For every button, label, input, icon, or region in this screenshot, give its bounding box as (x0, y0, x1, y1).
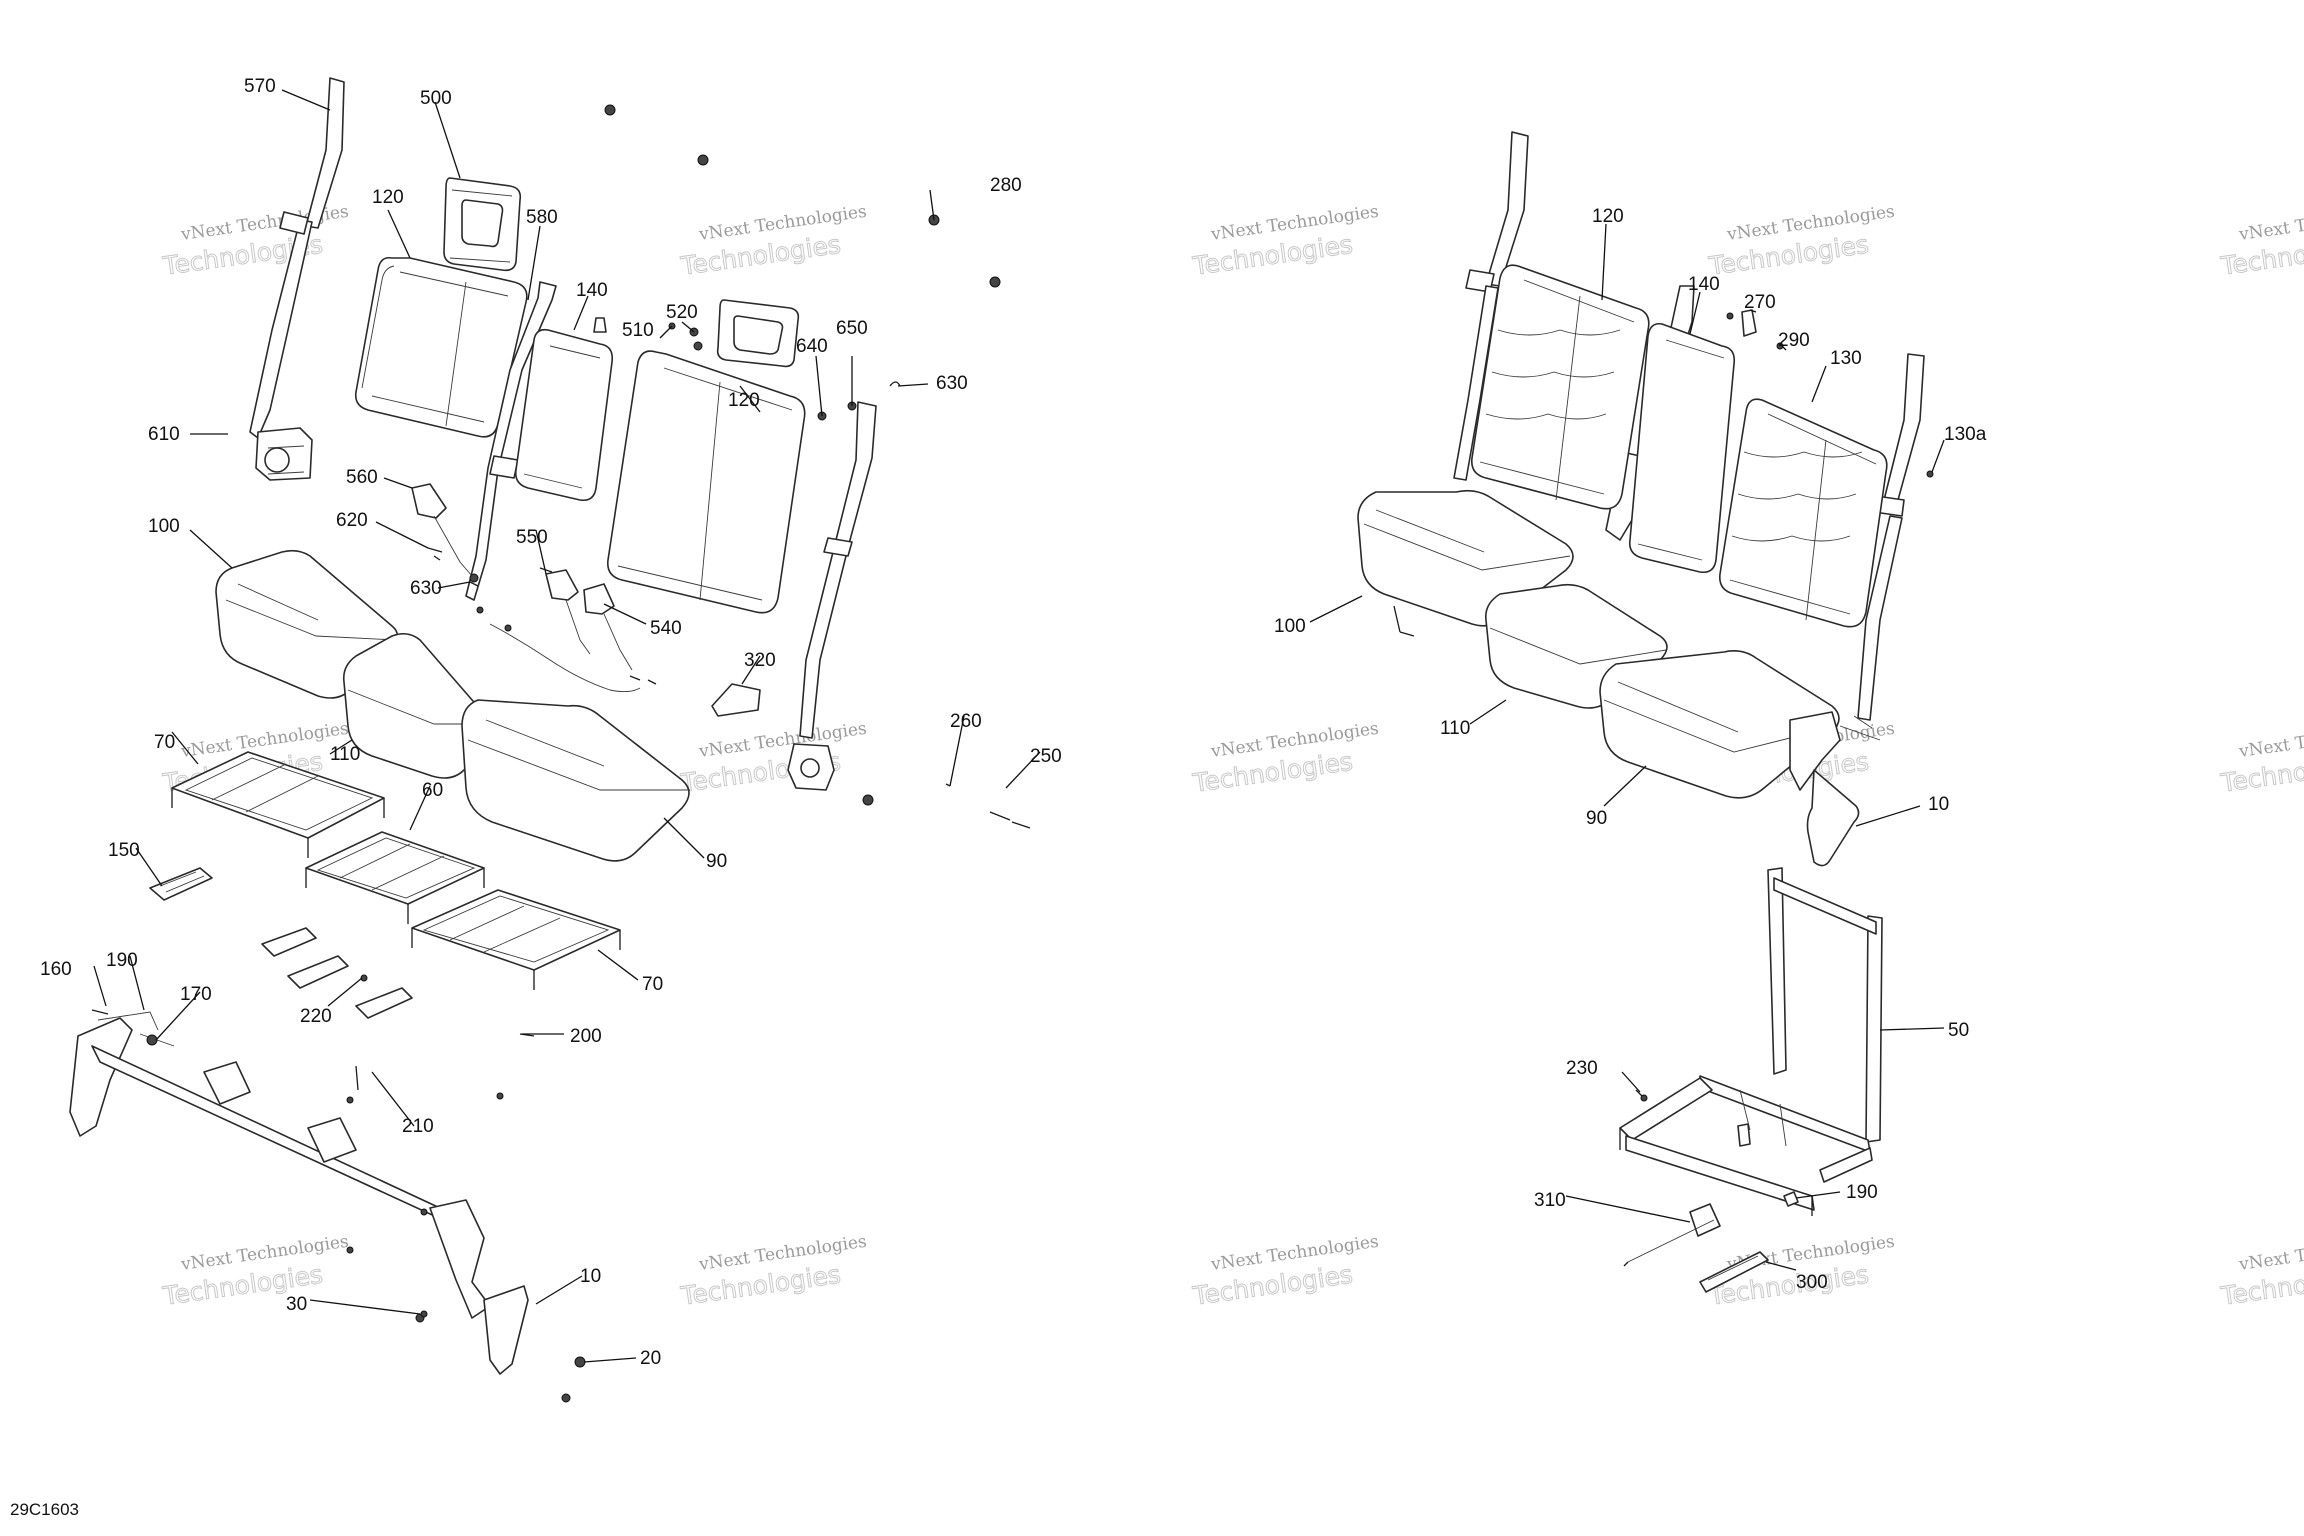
pins-260-250 (945, 783, 1031, 829)
bolt-230 (1635, 1089, 1648, 1102)
callout-540: 540 (650, 618, 682, 639)
bolts-620-630 (427, 547, 657, 685)
callout-500: 500 (420, 88, 452, 109)
callout-510: 510 (622, 320, 654, 341)
callout-right-100: 100 (1274, 616, 1306, 637)
callout-170: 170 (180, 984, 212, 1005)
slider-300 (1699, 1251, 1769, 1293)
callout-630: 630 (936, 373, 968, 394)
leader-lines-right (1309, 223, 1945, 1271)
callout-550: 550 (516, 527, 548, 548)
backrest-assembled-left (1470, 264, 1650, 510)
seat-frame-70b (411, 889, 621, 990)
callout-right-130: 130 (1830, 348, 1862, 369)
wire-harness (489, 623, 641, 693)
callout-120b: 120 (728, 390, 760, 411)
watermark-text: vNext Technologies (2237, 719, 2304, 762)
left-exploded-view: 570 500 280 120 580 140 510 520 650 640 … (40, 76, 1062, 1403)
callout-right-190: 190 (1846, 1182, 1878, 1203)
callout-70: 70 (154, 732, 175, 753)
watermark-text: vNext Technologies (2237, 202, 2304, 245)
drawing-reference-number: 29C1603 (10, 1500, 80, 1519)
callout-30: 30 (286, 1294, 307, 1315)
seat-frame-70a (171, 751, 385, 858)
callouts-right: 120 140 270 290 130 130a 100 110 90 10 5… (1274, 206, 1987, 1293)
callout-200: 200 (570, 1026, 602, 1047)
callout-right-300: 300 (1796, 1272, 1828, 1293)
callout-320: 320 (744, 650, 776, 671)
callout-60: 60 (422, 780, 443, 801)
callout-10: 10 (580, 1266, 601, 1287)
seat-belt-left (249, 77, 345, 481)
callout-560: 560 (346, 467, 378, 488)
callout-right-270: 270 (1744, 292, 1776, 313)
callout-640: 640 (796, 336, 828, 357)
buckle-560 (411, 483, 479, 583)
callout-120: 120 (372, 187, 404, 208)
headrest-500 (443, 177, 522, 272)
right-assembled-view: 120 140 270 290 130 130a 100 110 90 10 5… (1274, 131, 1987, 1293)
callout-260: 260 (950, 711, 982, 732)
seat-frame-60 (305, 831, 485, 924)
slider-310 (1623, 1203, 1721, 1267)
backrest-left-120 (354, 256, 528, 438)
small-nuts (604, 104, 1001, 288)
callout-650: 650 (836, 318, 868, 339)
callout-right-130a: 130a (1944, 424, 1987, 445)
callout-right-90: 90 (1586, 808, 1607, 829)
callout-160: 160 (40, 959, 72, 980)
backrest-assembled-right (1718, 398, 1934, 628)
backrest-right-120 (606, 350, 806, 614)
callout-20: 20 (640, 1348, 661, 1369)
callout-610: 610 (148, 424, 180, 445)
callout-190: 190 (106, 950, 138, 971)
cushion-90 (461, 699, 690, 862)
callout-right-290: 290 (1778, 330, 1810, 351)
callout-right-310: 310 (1534, 1190, 1566, 1211)
backrest-middle-140 (514, 317, 614, 502)
callout-630b: 630 (410, 578, 442, 599)
buckle-540 (583, 583, 633, 671)
lower-frame-assembly (69, 1011, 529, 1375)
callout-250: 250 (1030, 746, 1062, 767)
callout-90: 90 (706, 851, 727, 872)
callout-620: 620 (336, 510, 368, 531)
watermark-text: vNext Technologies (2237, 1232, 2304, 1275)
callout-right-110: 110 (1440, 718, 1470, 739)
buckle-550 (545, 569, 591, 655)
callout-580: 580 (526, 207, 558, 228)
callout-140: 140 (576, 280, 608, 301)
callout-570: 570 (244, 76, 276, 97)
callout-520: 520 (666, 302, 698, 323)
headrest-right (716, 299, 800, 368)
callout-100: 100 (148, 516, 180, 537)
leader-lines-left (93, 89, 1041, 1363)
callout-70b: 70 (642, 974, 663, 995)
callout-right-120: 120 (1592, 206, 1624, 227)
seat-belt-right (787, 401, 877, 806)
pin-190-right (1783, 1191, 1799, 1207)
callout-280: 280 (990, 175, 1022, 196)
callouts-left: 570 500 280 120 580 140 510 520 650 640 … (40, 76, 1062, 1369)
slider-bracket-150 (149, 867, 213, 901)
backrest-assembled-middle (1628, 309, 1784, 574)
callout-220: 220 (300, 1006, 332, 1027)
seat-frame-50 (1619, 867, 1883, 1216)
callout-right-230: 230 (1566, 1058, 1598, 1079)
slider-brackets-220 (261, 927, 413, 1019)
callout-150: 150 (108, 840, 140, 861)
callout-right-10: 10 (1928, 794, 1949, 815)
callout-210: 210 (402, 1116, 434, 1137)
callout-right-140: 140 (1688, 274, 1720, 295)
callout-right-50: 50 (1948, 1020, 1969, 1041)
side-plate-10 (1789, 711, 1881, 867)
seat-belt-middle-580 (465, 281, 557, 601)
bracket-320 (711, 683, 761, 717)
callout-110: 110 (330, 744, 360, 765)
